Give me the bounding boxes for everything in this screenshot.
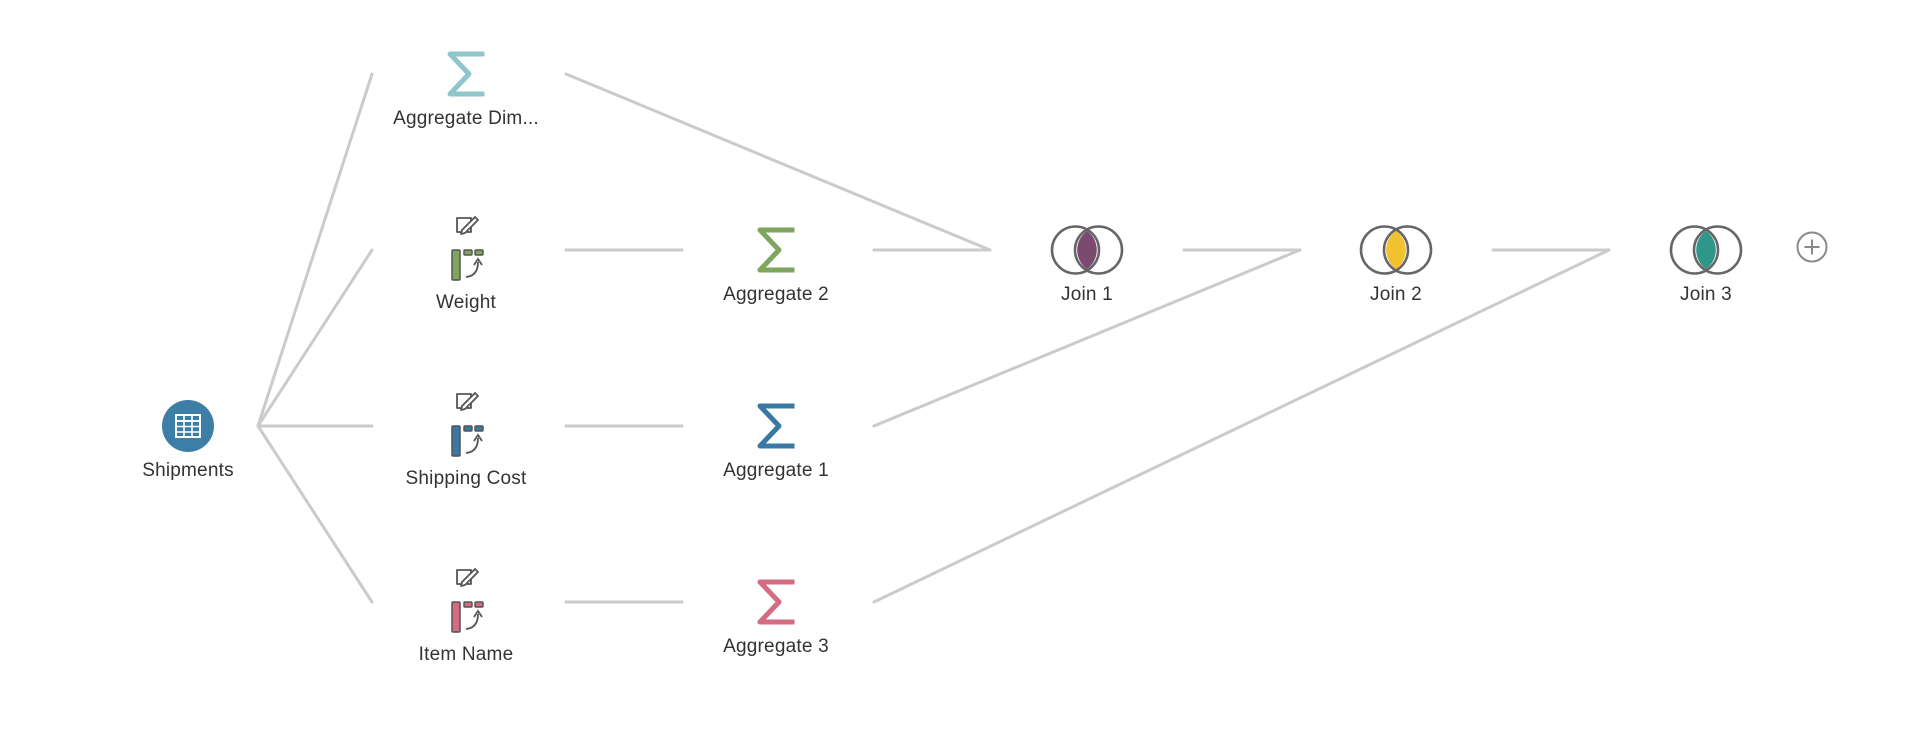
node-aggregate-dim[interactable]: Aggregate Dim... bbox=[366, 46, 566, 130]
add-step-icon[interactable] bbox=[1795, 230, 1829, 264]
clean-step-icon bbox=[451, 216, 484, 281]
node-join-3[interactable]: Join 3 bbox=[1606, 222, 1806, 306]
sigma-icon bbox=[757, 579, 795, 625]
node-join-2[interactable]: Join 2 bbox=[1296, 222, 1496, 306]
node-label: Join 2 bbox=[1370, 284, 1422, 305]
inner-join-icon bbox=[1359, 225, 1433, 275]
clean-step-icon bbox=[451, 568, 484, 633]
clean-step-icon bbox=[451, 392, 484, 457]
edit-icon bbox=[456, 216, 479, 235]
node-weight[interactable]: Weight bbox=[366, 214, 566, 314]
node-label: Shipping Cost bbox=[405, 468, 527, 489]
connector-line bbox=[872, 248, 1302, 428]
inner-join-icon bbox=[1050, 225, 1124, 275]
node-label: Aggregate Dim... bbox=[393, 108, 539, 129]
node-label: Shipments bbox=[142, 460, 234, 481]
connector-line bbox=[564, 72, 992, 252]
node-shipments[interactable]: Shipments bbox=[88, 398, 288, 482]
node-label: Item Name bbox=[418, 644, 514, 665]
connector-line bbox=[872, 248, 1611, 604]
node-label: Aggregate 2 bbox=[723, 284, 829, 305]
node-label: Join 3 bbox=[1680, 284, 1732, 305]
node-label: Join 1 bbox=[1061, 284, 1113, 305]
node-label: Aggregate 3 bbox=[723, 636, 829, 657]
node-label: Aggregate 1 bbox=[723, 460, 829, 481]
node-aggregate-3[interactable]: Aggregate 3 bbox=[676, 574, 876, 658]
sigma-icon bbox=[757, 227, 795, 273]
inner-join-icon bbox=[1669, 225, 1743, 275]
sigma-icon bbox=[447, 51, 485, 97]
node-aggregate-2[interactable]: Aggregate 2 bbox=[676, 222, 876, 306]
table-icon bbox=[162, 400, 214, 452]
edit-icon bbox=[456, 568, 479, 587]
node-join-1[interactable]: Join 1 bbox=[987, 222, 1187, 306]
node-item-name[interactable]: Item Name bbox=[366, 566, 566, 666]
edit-icon bbox=[456, 392, 479, 411]
connector-line bbox=[256, 248, 374, 428]
sigma-icon bbox=[757, 403, 795, 449]
node-shipping-cost[interactable]: Shipping Cost bbox=[366, 390, 566, 490]
node-aggregate-1[interactable]: Aggregate 1 bbox=[676, 398, 876, 482]
connector-line bbox=[256, 72, 374, 428]
connector-line bbox=[256, 424, 374, 604]
node-label: Weight bbox=[436, 292, 496, 313]
